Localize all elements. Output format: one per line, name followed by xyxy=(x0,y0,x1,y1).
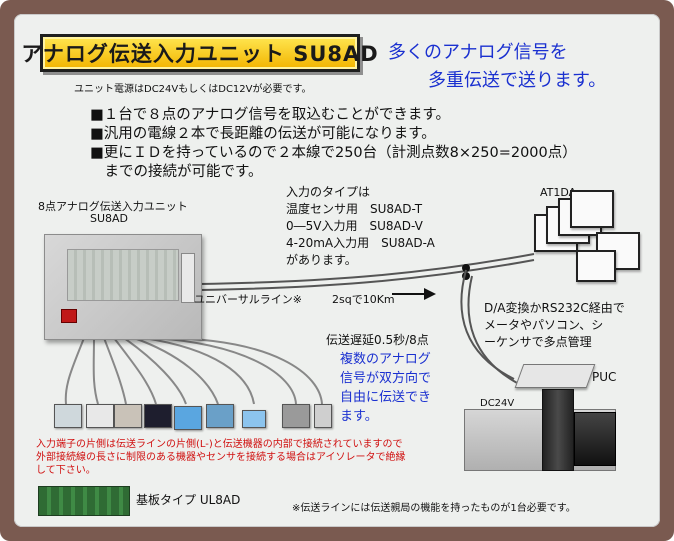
feature-item: ■更にＩＤを持っているので２本線で250台（計測点数8×250=2000点） xyxy=(90,145,577,161)
bidirectional-line: 複数のアナログ xyxy=(340,352,431,367)
unit-red-switch xyxy=(61,309,77,323)
bidirectional-line: ます。 xyxy=(340,409,378,424)
universal-line-label: ユニバーサルライン※ xyxy=(194,293,302,306)
unit-label-line-1: 8点アナログ伝送入力ユニット xyxy=(38,200,188,213)
product-title: アナログ伝送入力ユニット SU8AD xyxy=(21,42,379,66)
feature-item: までの接続が可能です。 xyxy=(90,164,263,180)
warning-line: して下さい。 xyxy=(36,465,96,476)
puc-unit-image xyxy=(514,364,596,388)
junction-dot-top xyxy=(462,264,470,272)
bidirectional-note: 複数のアナログ 信号が双方向で 自由に伝送でき ます。 xyxy=(340,350,431,426)
da-description-line: メータやパソコン、シ xyxy=(484,318,604,332)
headline-line-2: 多重伝送で送ります。 xyxy=(428,70,607,91)
sensor-device-icon xyxy=(282,404,310,428)
pc-tower-icon xyxy=(542,389,574,471)
sensor-wire-6 xyxy=(133,337,219,405)
ul8ad-board-image xyxy=(38,486,130,516)
sensor-wire-4 xyxy=(113,337,157,405)
da-description-line: D/A変換かRS232C経由で xyxy=(484,301,625,315)
sensor-wire-2 xyxy=(92,337,99,405)
sensor-device-icon xyxy=(86,404,114,428)
da-description-line: ーケンサで多点管理 xyxy=(484,335,592,349)
transmission-line-lower xyxy=(199,259,535,291)
unit-terminal-block xyxy=(181,253,195,303)
sensor-wire-5 xyxy=(123,337,187,405)
pc-monitor-icon xyxy=(574,412,616,466)
input-type-line: 温度センサ用 SU8AD-T xyxy=(286,202,423,216)
dc24v-label: DC24V xyxy=(480,398,515,409)
distance-arrow-head xyxy=(424,288,436,300)
unit-panel xyxy=(67,249,179,301)
sensor-device-icon xyxy=(144,404,172,428)
puc-label: PUC xyxy=(592,370,617,384)
warning-line: 入力端子の片側は伝送ラインの片側(L-)と伝送機器の内部で接続されていますので xyxy=(36,439,403,450)
branch-to-puc-b xyxy=(467,275,520,385)
transmission-line-upper xyxy=(199,253,535,285)
diagram-panel: アナログ伝送入力ユニット SU8AD ユニット電源はDC24VもしくはDC12V… xyxy=(14,14,660,527)
sensor-device-icon xyxy=(54,404,82,428)
board-label: 基板タイプ UL8AD xyxy=(136,493,241,507)
power-note: ユニット電源はDC24VもしくはDC12Vが必要です。 xyxy=(74,84,312,95)
sensor-wire-3 xyxy=(103,337,127,405)
bidirectional-line: 自由に伝送でき xyxy=(340,390,432,405)
footnote: ※伝送ラインには伝送親局の機能を持ったものが1台必要です。 xyxy=(292,503,576,514)
feature-item: ■汎用の電線２本で長距離の伝送が可能になります。 xyxy=(90,126,436,142)
unit-label-line-2: SU8AD xyxy=(90,212,129,225)
headline-line-1: 多くのアナログ信号を xyxy=(388,42,568,63)
sensor-device-icon xyxy=(242,410,266,428)
sensor-wire-1 xyxy=(64,337,85,405)
at1da-label: AT1DA xyxy=(540,186,577,199)
input-type-line: 0―5V入力用 SU8AD-V xyxy=(286,219,423,233)
input-types: 入力のタイプは 温度センサ用 SU8AD-T 0―5V入力用 SU8AD-V 4… xyxy=(286,184,435,269)
su8ad-unit-image xyxy=(44,234,202,340)
input-type-line: があります。 xyxy=(286,253,357,267)
da-description: D/A変換かRS232C経由で メータやパソコン、シ ーケンサで多点管理 xyxy=(484,300,625,351)
meter-icon xyxy=(570,190,614,228)
isolation-warning: 入力端子の片側は伝送ラインの片側(L-)と伝送機器の内部で接続されていますので … xyxy=(36,438,406,477)
sensor-device-icon xyxy=(174,406,202,430)
bidirectional-line: 信号が双方向で xyxy=(340,371,432,386)
sensor-device-icon xyxy=(114,404,142,428)
delay-label: 伝送遅延0.5秒/8点 xyxy=(326,333,429,347)
input-type-line: 4-20mA入力用 SU8AD-A xyxy=(286,236,435,250)
sensor-device-icon xyxy=(314,404,332,428)
sensor-device-icon xyxy=(206,404,234,428)
input-type-line: 入力のタイプは xyxy=(286,185,371,199)
feature-item: ■１台で８点のアナログ信号を取込むことができます。 xyxy=(90,107,450,123)
sensor-wire-7 xyxy=(143,337,255,405)
meter-dial-icon xyxy=(576,250,616,282)
distance-label: 2sqで10Km xyxy=(332,293,395,306)
product-title-badge: アナログ伝送入力ユニット SU8AD xyxy=(21,34,378,72)
sensor-wire-8 xyxy=(153,337,297,405)
warning-line: 外部接続線の長さに制限のある機器やセンサを接続する場合はアイソレータで絶縁 xyxy=(36,452,406,463)
feature-list: ■１台で８点のアナログ信号を取込むことができます。 ■汎用の電線２本で長距離の伝… xyxy=(90,106,577,182)
